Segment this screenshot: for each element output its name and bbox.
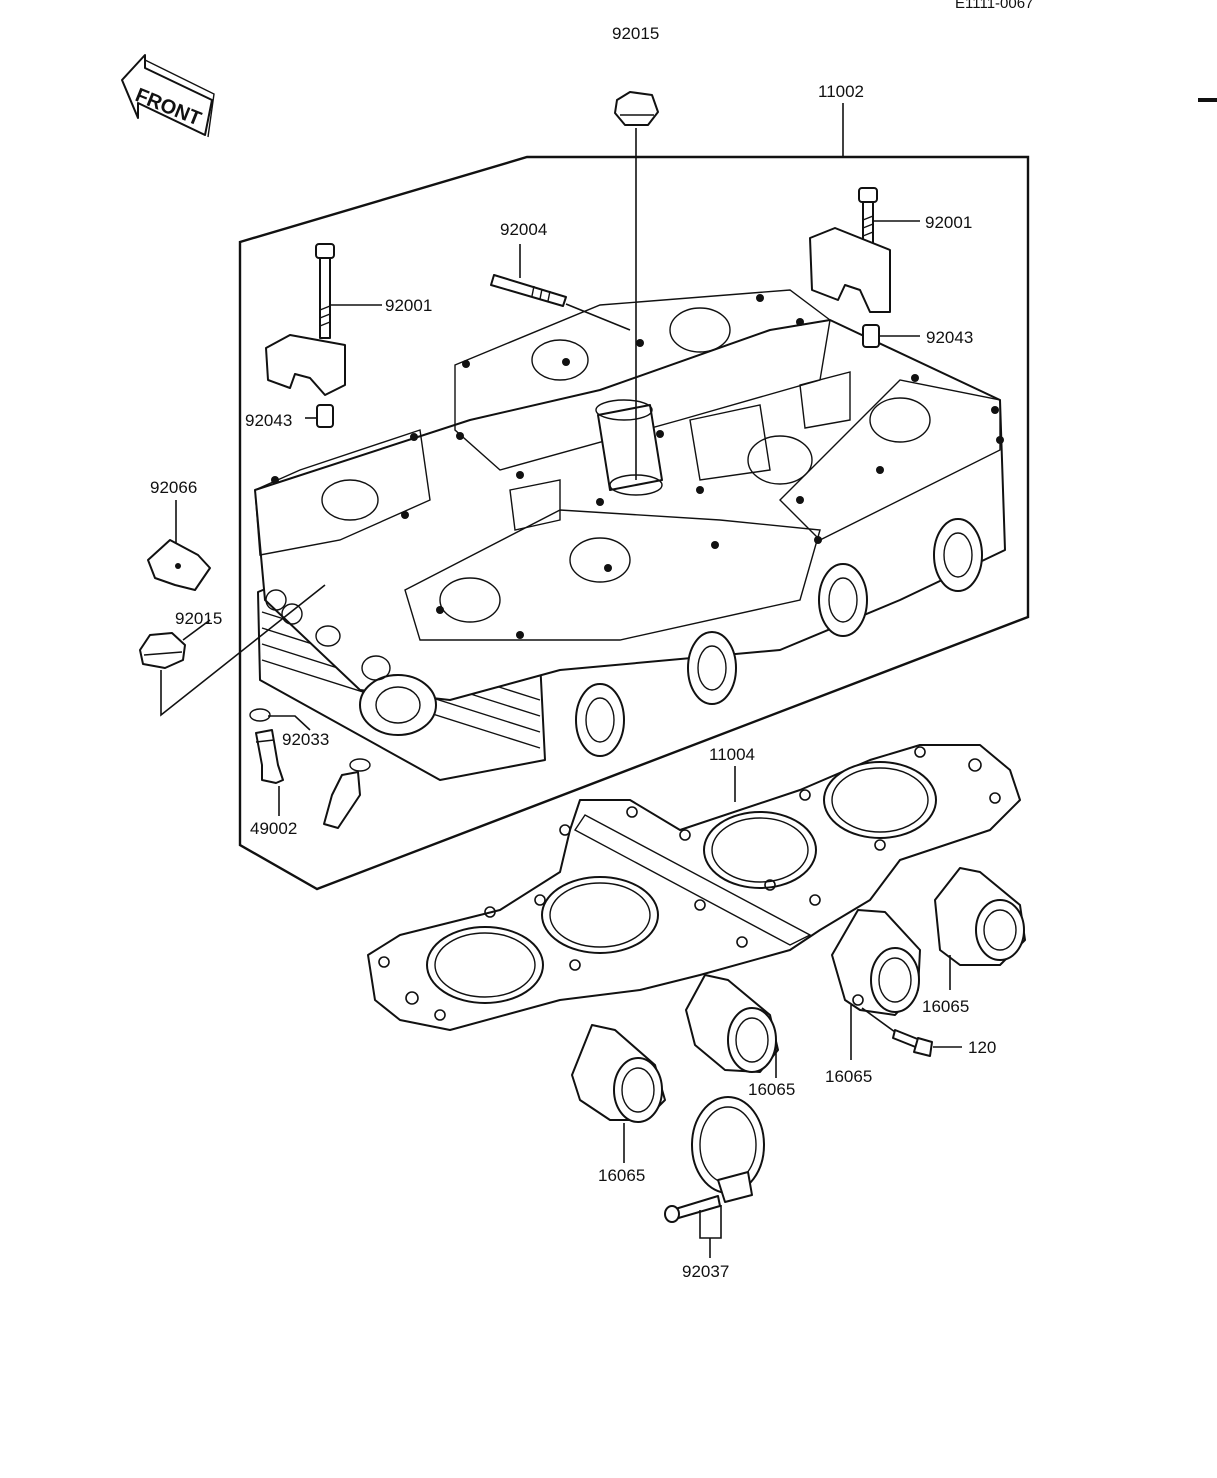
label-holder-right: 16065 (825, 1067, 872, 1086)
cylinder-head-drawing (254, 289, 1006, 781)
head-gasket (367, 744, 1021, 1031)
label-holder-far-right: 16065 (922, 997, 969, 1016)
cap-nut-top (614, 91, 659, 480)
dowel-right (862, 324, 920, 348)
front-arrow-icon: FRONT (121, 54, 215, 138)
label-plug-cap: 92066 (150, 478, 197, 497)
valve-guide-assembly (249, 708, 371, 829)
label-holder-mid: 16065 (748, 1080, 795, 1099)
plug-cap (147, 500, 211, 591)
doc-code: E1111-0067 (955, 0, 1033, 12)
label-dowel-left: 92043 (245, 411, 292, 430)
cam-cap-left (265, 334, 346, 396)
label-bolt-120: 120 (968, 1038, 996, 1057)
cylinder-head-frame (238, 155, 1030, 891)
label-bolt-left: 92001 (385, 296, 432, 315)
bolt-120 (861, 1007, 962, 1057)
label-ring: 92033 (282, 730, 329, 749)
carb-holder-mid (685, 974, 779, 1078)
carb-holder-far-right (934, 867, 1026, 990)
clamp (664, 1096, 765, 1258)
cap-nut-left (139, 584, 326, 717)
stud (490, 244, 631, 331)
label-head-gasket: 11004 (709, 745, 755, 764)
label-bolt-right: 92001 (925, 213, 972, 232)
label-cap-nut-top: 92015 (612, 24, 659, 43)
edge-mark (1198, 98, 1217, 102)
carb-holder-right (831, 909, 921, 1060)
bolt-left (315, 243, 382, 339)
label-dowel-right: 92043 (926, 328, 973, 347)
label-cap-nut-left: 92015 (175, 609, 222, 628)
carb-holder-left (571, 1024, 666, 1163)
label-valve-guide: 49002 (250, 819, 297, 838)
label-cylinder-head: 11002 (818, 82, 864, 101)
label-stud: 92004 (500, 220, 547, 239)
label-holder-left: 16065 (598, 1166, 645, 1185)
label-clamp: 92037 (682, 1262, 729, 1281)
cam-cap-right (809, 227, 891, 313)
dowel-left (305, 404, 334, 428)
